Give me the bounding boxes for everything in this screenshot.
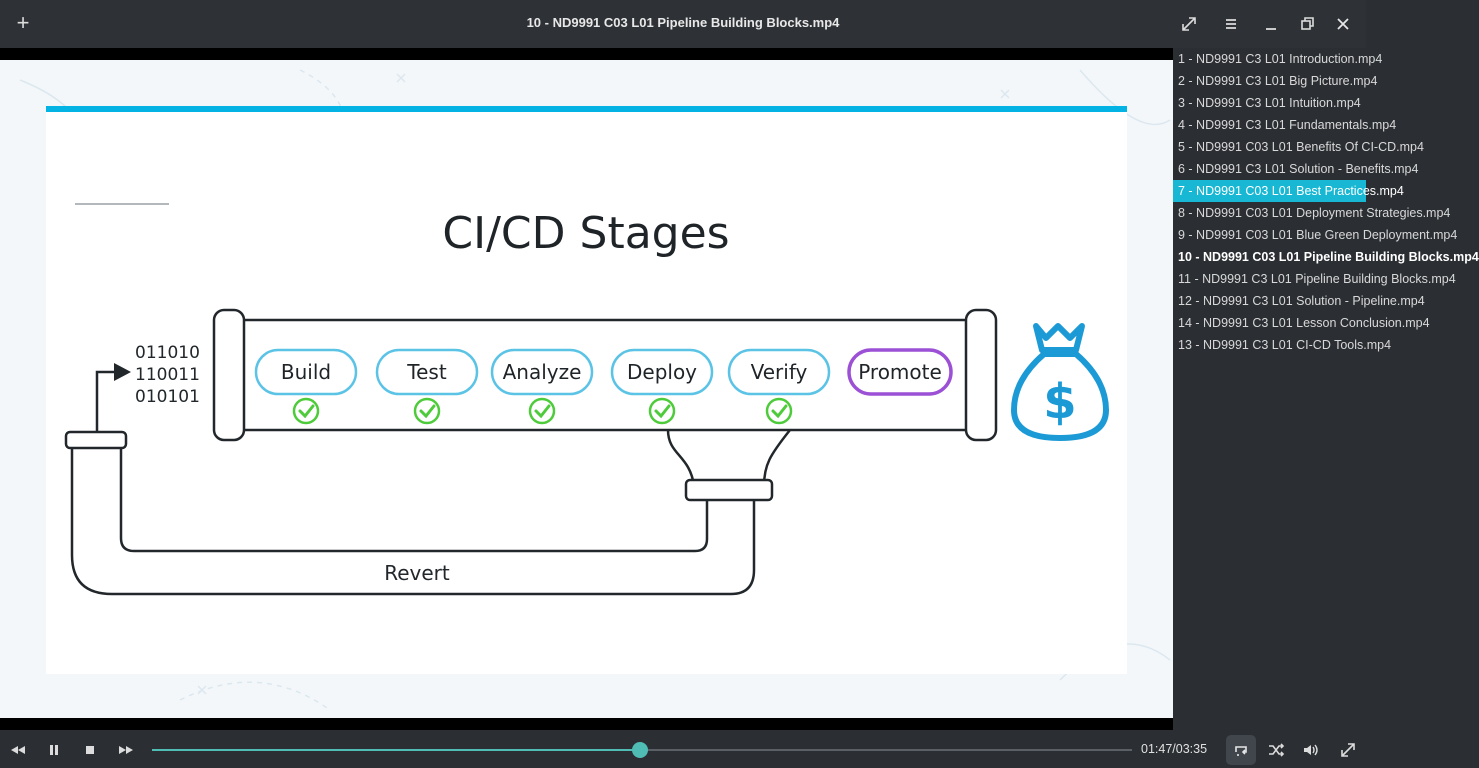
volume-icon[interactable] — [1300, 739, 1322, 761]
fullscreen-icon[interactable] — [1337, 739, 1359, 761]
stage-pill — [375, 348, 479, 396]
repeat-icon[interactable] — [1230, 739, 1252, 761]
playlist-item[interactable]: 6 - ND9991 C3 L01 Solution - Benefits.mp… — [1178, 162, 1419, 176]
playlist-item[interactable]: 11 - ND9991 C3 L01 Pipeline Building Blo… — [1178, 272, 1456, 286]
check-icon — [765, 397, 793, 425]
stage-pill — [610, 348, 714, 396]
stage-pill — [490, 348, 594, 396]
playlist-item[interactable]: 4 - ND9991 C3 L01 Fundamentals.mp4 — [1178, 118, 1397, 132]
title-bar: + 10 - ND9991 C03 L01 Pipeline Building … — [0, 0, 1366, 48]
playlist-item[interactable]: 3 - ND9991 C3 L01 Intuition.mp4 — [1178, 96, 1361, 110]
stage-label: Build — [281, 360, 331, 384]
window-title: 10 - ND9991 C03 L01 Pipeline Building Bl… — [526, 15, 840, 30]
stage-promote: Promote — [847, 348, 953, 396]
playlist-item[interactable]: 8 - ND9991 C03 L01 Deployment Strategies… — [1178, 206, 1451, 220]
money-bag-icon: $ — [1011, 323, 1109, 441]
stage-pill — [847, 348, 953, 396]
playlist-item[interactable]: 10 - ND9991 C03 L01 Pipeline Building Bl… — [1178, 250, 1479, 264]
playlist-panel: 1 - ND9991 C3 L01 Introduction.mp4 2 - ND… — [1173, 48, 1479, 730]
playlist-list: 1 - ND9991 C3 L01 Introduction.mp4 2 - ND… — [1173, 48, 1479, 356]
stage-verify: Verify — [727, 348, 831, 425]
stage-pill — [254, 348, 358, 396]
pipe-joints — [64, 430, 774, 502]
check-icon — [528, 397, 556, 425]
menu-icon[interactable] — [1220, 13, 1242, 35]
binary-line: 011010 — [135, 343, 200, 363]
check-mark — [654, 404, 671, 419]
binary-data: 011010 110011 010101 — [135, 343, 200, 407]
check-mark — [771, 404, 788, 419]
input-arrow — [95, 370, 118, 434]
stage-build: Build — [254, 348, 358, 425]
seek-handle[interactable] — [631, 742, 648, 758]
check-mark — [298, 404, 315, 419]
slide-accent-bar — [46, 106, 1127, 112]
seek-progress — [152, 749, 640, 751]
stage-label: Test — [406, 360, 447, 384]
close-icon[interactable] — [1332, 13, 1354, 35]
shuffle-icon[interactable] — [1265, 739, 1287, 761]
check-icon — [292, 397, 320, 425]
check-icon — [648, 397, 676, 425]
revert-label: Revert — [384, 561, 450, 585]
playlist-item[interactable]: 12 - ND9991 C3 L01 Solution - Pipeline.m… — [1178, 294, 1425, 308]
pause-icon[interactable] — [43, 739, 65, 761]
slide-title: CI/CD Stages — [442, 208, 729, 259]
stage-test: Test — [375, 348, 479, 425]
video-frame: CI/CD Stages 011010 110011 010101 Revert — [0, 60, 1173, 718]
stage-label: Deploy — [627, 360, 697, 384]
time-display: 01:47/03:35 — [1141, 742, 1208, 756]
video-area[interactable]: CI/CD Stages 011010 110011 010101 Revert — [0, 48, 1173, 730]
playlist-item[interactable]: 1 - ND9991 C3 L01 Introduction.mp4 — [1178, 52, 1383, 66]
playlist-item[interactable]: 7 - ND9991 C03 L01 Best Practices.mp4 — [1173, 180, 1404, 202]
playlist-item[interactable]: 14 - ND9991 C3 L01 Lesson Conclusion.mp4 — [1178, 316, 1430, 330]
stop-icon[interactable] — [79, 739, 101, 761]
stage-label: Analyze — [503, 360, 582, 384]
restore-icon[interactable] — [1296, 13, 1318, 35]
stage-deploy: Deploy — [610, 348, 714, 425]
stage-analyze: Analyze — [490, 348, 594, 425]
playlist-item[interactable]: 9 - ND9991 C03 L01 Blue Green Deployment… — [1178, 228, 1458, 242]
fast-forward-icon[interactable] — [115, 739, 137, 761]
binary-line: 010101 — [135, 387, 200, 407]
arrow-head-icon — [114, 363, 131, 381]
stage-list: Build Test Analyze Deploy Verify Promote — [254, 348, 953, 425]
control-bar: 01:47/03:35 — [0, 730, 1366, 768]
minimize-icon[interactable] — [1260, 13, 1282, 35]
stage-label: Verify — [751, 360, 808, 384]
money-symbol: $ — [1043, 374, 1076, 430]
playlist-item[interactable]: 2 - ND9991 C3 L01 Big Picture.mp4 — [1178, 74, 1378, 88]
rewind-icon[interactable] — [7, 739, 29, 761]
check-icon — [413, 397, 441, 425]
binary-line: 110011 — [135, 365, 200, 385]
stage-label: Promote — [858, 360, 942, 384]
check-mark — [534, 404, 551, 419]
add-icon[interactable]: + — [16, 10, 30, 35]
playlist-item[interactable]: 5 - ND9991 C03 L01 Benefits Of CI-CD.mp4 — [1178, 140, 1424, 154]
playlist-item[interactable]: 13 - ND9991 C3 L01 CI-CD Tools.mp4 — [1178, 338, 1392, 352]
stage-pill — [727, 348, 831, 396]
check-mark — [419, 404, 436, 419]
fullscreen-icon[interactable] — [1178, 13, 1200, 35]
repeat-button[interactable] — [1226, 735, 1256, 765]
seek-bar[interactable] — [152, 742, 1132, 758]
